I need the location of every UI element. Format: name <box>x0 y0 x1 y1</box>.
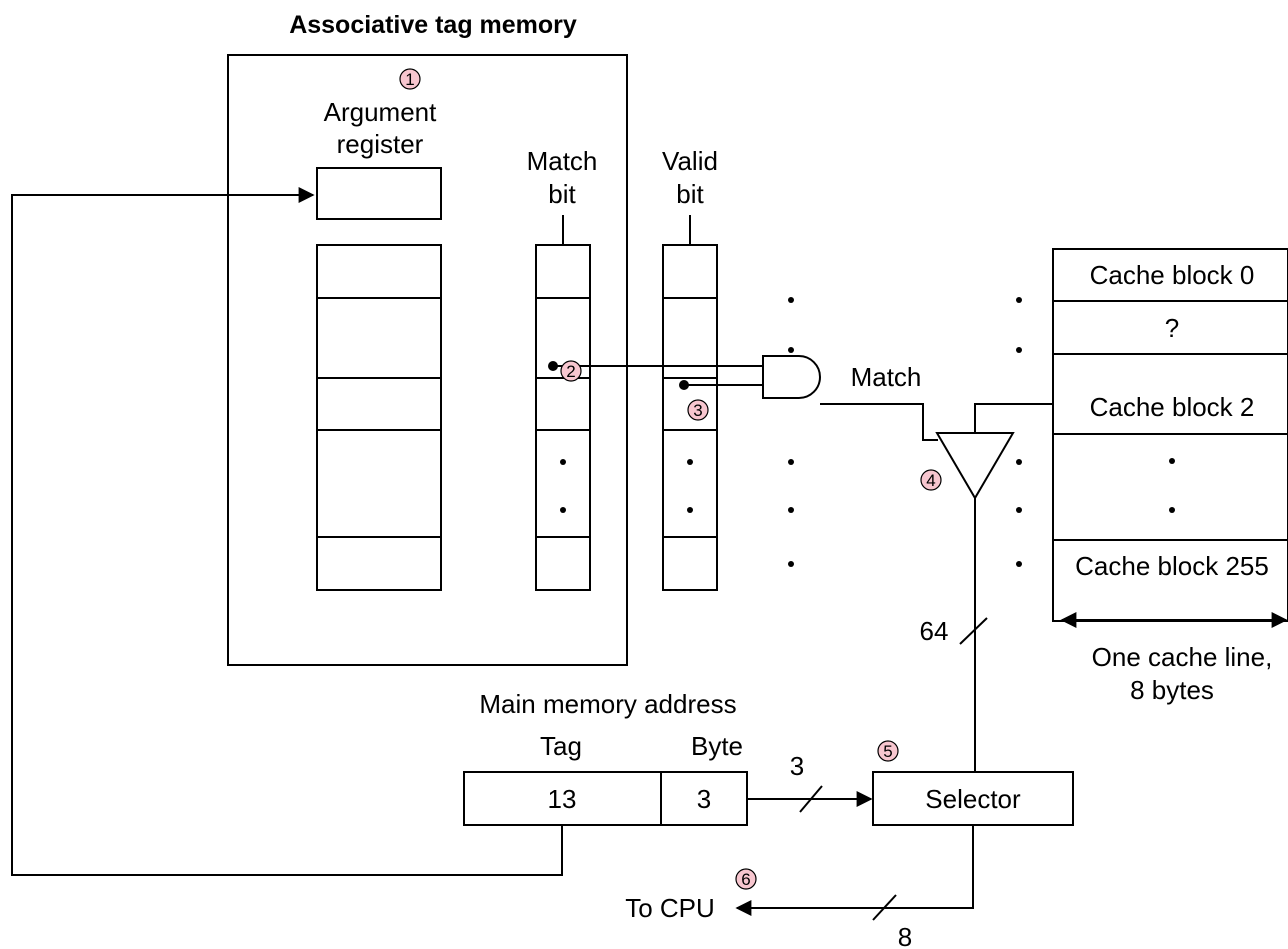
step-badge-6: 6 <box>735 868 757 890</box>
argument-register-label-1: Argument <box>324 97 437 127</box>
tristate-buffer <box>935 432 1015 500</box>
cache-line-label-2: 8 bytes <box>1130 675 1214 705</box>
bus-64-label: 64 <box>920 616 949 646</box>
argument-register-label-2: register <box>337 129 424 159</box>
cache-block-0: Cache block 0 <box>1090 260 1255 290</box>
svg-text:5: 5 <box>883 742 892 761</box>
cache-block-2: Cache block 2 <box>1090 392 1255 422</box>
valid-bit-label-1: Valid <box>662 146 718 176</box>
byte-header: Byte <box>691 731 743 761</box>
match-bit-label-1: Match <box>527 146 598 176</box>
cpu-output-bus <box>735 825 974 916</box>
and-gate <box>762 355 821 399</box>
address-title: Main memory address <box>479 689 736 719</box>
step-badge-5: 5 <box>877 740 899 762</box>
address-register <box>463 771 748 826</box>
bus-3-label: 3 <box>790 751 804 781</box>
diagram-title: Associative tag memory <box>289 11 577 39</box>
to-cpu-label: To CPU <box>625 893 715 923</box>
argument-register <box>316 167 442 220</box>
step-badge-4: 4 <box>920 469 942 491</box>
step-badge-1: 1 <box>399 68 421 90</box>
bus-8-label: 8 <box>898 922 912 949</box>
svg-text:2: 2 <box>566 362 575 381</box>
tag-storage-column <box>316 244 442 591</box>
bus-3-slash <box>799 785 823 813</box>
cache-line-label-1: One cache line, <box>1092 642 1273 672</box>
valid-bit-label-2: bit <box>676 179 704 209</box>
cache-block-1: ? <box>1165 313 1179 343</box>
tag-field: 13 <box>548 784 577 814</box>
match-bit-label-2: bit <box>548 179 576 209</box>
cache-ellipsis-dot <box>1169 507 1175 513</box>
svg-text:6: 6 <box>741 870 750 889</box>
bus-64-slash <box>959 617 988 645</box>
match-signal-wire <box>820 403 938 441</box>
match-signal-label: Match <box>851 362 922 392</box>
selector-box <box>872 771 1074 826</box>
svg-text:3: 3 <box>693 401 702 420</box>
selector-label: Selector <box>925 784 1021 814</box>
cache-block-array <box>1052 248 1288 622</box>
svg-text:4: 4 <box>926 471 935 490</box>
cache-ellipsis-dot <box>1169 458 1175 464</box>
step-badge-2: 2 <box>560 360 582 382</box>
column-ellipsis-dots <box>560 297 1022 567</box>
valid-bit-column <box>662 244 718 591</box>
tag-header: Tag <box>540 731 582 761</box>
cache-block-2-wire <box>974 403 1072 433</box>
svg-text:1: 1 <box>405 70 414 89</box>
cache-block-255: Cache block 255 <box>1075 551 1269 581</box>
tag-feedback-wire <box>11 187 563 876</box>
bus-8-slash <box>872 894 897 921</box>
byte-field: 3 <box>697 784 711 814</box>
match-bit-column <box>535 244 591 591</box>
step-badge-3: 3 <box>687 399 709 421</box>
